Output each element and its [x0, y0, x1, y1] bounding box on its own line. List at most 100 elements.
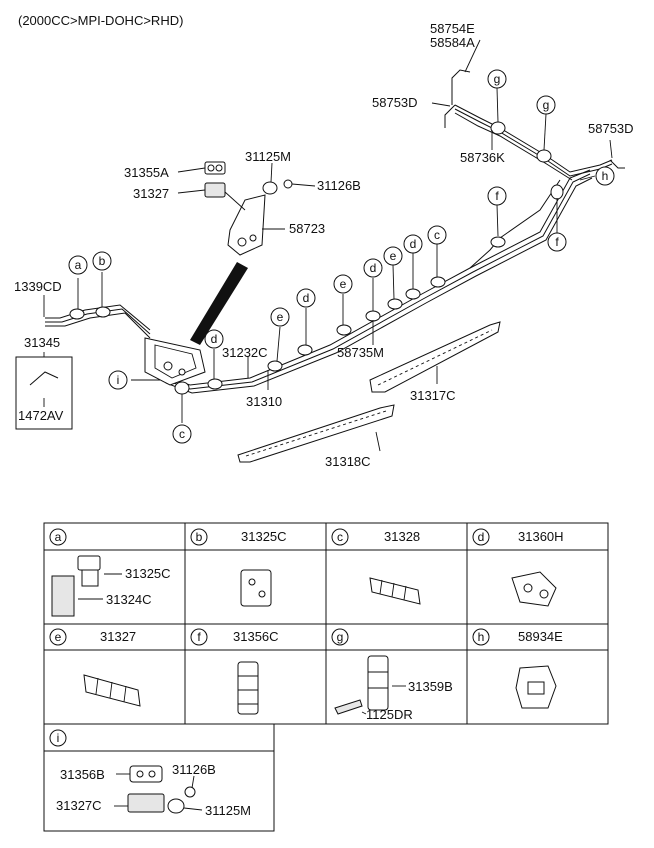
- callout-circles: a b i c d e d e: [68, 69, 615, 444]
- clip-31355A: [204, 161, 226, 175]
- callout-b: b: [92, 251, 112, 271]
- clamp-d-marker-3: [365, 310, 381, 322]
- callout-e-3: e: [383, 246, 403, 266]
- svg-text:h: h: [602, 169, 609, 183]
- clamp-f-marker-2: [550, 184, 564, 200]
- svg-text:b: b: [196, 530, 203, 544]
- svg-text:c: c: [434, 228, 440, 242]
- label-1339CD: 1339CD: [14, 279, 62, 294]
- clamp-a-marker: [69, 308, 85, 320]
- svg-text:f: f: [197, 630, 201, 644]
- svg-text:a: a: [55, 530, 62, 544]
- table-cell-c: c 31328: [331, 528, 421, 605]
- grommet-31125M: [262, 181, 278, 195]
- bolt-1125DR-icon: [334, 699, 363, 715]
- svg-text:h: h: [478, 630, 485, 644]
- cell-c-title: 31328: [384, 529, 420, 544]
- clip-31328-icon: [369, 577, 421, 605]
- cell-h-title: 58934E: [518, 629, 563, 644]
- clip-31356C-icon: [237, 661, 259, 715]
- clip-31327C-icon: [127, 793, 165, 813]
- svg-text:d: d: [211, 332, 218, 346]
- svg-text:i: i: [57, 731, 60, 745]
- svg-text:f: f: [555, 235, 559, 249]
- label-58754E: 58754E: [430, 21, 475, 36]
- table-cell-e: e 31327: [49, 628, 141, 707]
- svg-text:d: d: [410, 237, 417, 251]
- detail-pointer-wedge: [190, 262, 248, 345]
- svg-text:i: i: [117, 373, 120, 387]
- clamp-e-marker-1: [267, 360, 283, 372]
- svg-text:e: e: [277, 310, 284, 324]
- svg-text:g: g: [494, 72, 501, 86]
- label-58723: 58723: [289, 221, 325, 236]
- callout-d-3: d: [363, 258, 383, 278]
- cell-b-title: 31325C: [241, 529, 287, 544]
- svg-text:e: e: [55, 630, 62, 644]
- callout-c-upper: c: [427, 225, 447, 245]
- clamp-g-marker-2: [536, 149, 552, 163]
- label-58736K: 58736K: [460, 150, 505, 165]
- heat-shield-31318C: [237, 404, 395, 463]
- callout-f-2: f: [547, 232, 567, 252]
- callout-e-2: e: [333, 274, 353, 294]
- callout-d-4: d: [403, 234, 423, 254]
- callout-g-1: g: [487, 69, 507, 89]
- cell-e-title: 31327: [100, 629, 136, 644]
- label-31126B: 31126B: [317, 178, 361, 193]
- cell-i-part-31327C: 31327C: [56, 798, 102, 813]
- cell-g-part-1125DR: 1125DR: [366, 707, 413, 722]
- table-cell-g: g 31359B 1125DR: [331, 628, 453, 722]
- grommet-31125M-icon: [167, 798, 185, 814]
- callout-f-1: f: [487, 186, 507, 206]
- svg-text:a: a: [75, 258, 82, 272]
- cell-i-part-31125M: 31125M: [205, 803, 251, 818]
- clip-31360H-icon: [511, 571, 557, 607]
- clip-31327-icon: [83, 674, 141, 707]
- callout-a: a: [68, 255, 88, 275]
- clamp-d-marker-4: [405, 288, 421, 300]
- label-58735M: 58735M: [337, 345, 384, 360]
- cell-i-part-31356B: 31356B: [60, 767, 105, 782]
- clip-31325C-body: [81, 569, 99, 587]
- callout-h: h: [595, 166, 615, 186]
- callout-d-2: d: [296, 288, 316, 308]
- label-31318C: 31318C: [325, 454, 371, 469]
- cell-a-part-31324C: 31324C: [106, 592, 152, 607]
- clip-31325C-shape: [77, 555, 101, 571]
- clip-31325C-icon: [240, 569, 272, 607]
- table-cell-f: f 31356C: [190, 628, 279, 715]
- label-58753D-left: 58753D: [372, 95, 418, 110]
- table-cell-d: d 31360H: [472, 528, 564, 607]
- clip-parts-table: a 31325C 31324C b 31325C c 31328: [43, 522, 609, 832]
- label-31355A: 31355A: [124, 165, 169, 180]
- bolt-31126B: [283, 179, 293, 189]
- label-58753D-right: 58753D: [588, 121, 634, 136]
- svg-text:d: d: [370, 261, 377, 275]
- cell-f-title: 31356C: [233, 629, 279, 644]
- clamp-b-marker: [95, 306, 111, 318]
- callout-c-lower: c: [172, 424, 192, 444]
- svg-text:d: d: [478, 530, 485, 544]
- cell-g-part-31359B: 31359B: [408, 679, 453, 694]
- svg-text:c: c: [179, 427, 185, 441]
- engine-spec-label: (2000CC>MPI-DOHC>RHD): [18, 13, 183, 28]
- clip-31359B-icon: [367, 655, 389, 711]
- svg-text:g: g: [337, 630, 344, 644]
- label-31327: 31327: [133, 186, 169, 201]
- label-1472AV: 1472AV: [18, 408, 64, 423]
- svg-text:b: b: [99, 254, 106, 268]
- callout-i: i: [108, 370, 128, 390]
- svg-text:c: c: [337, 530, 343, 544]
- bolt-31126B-icon: [184, 786, 196, 798]
- bracket-58723: [224, 191, 266, 256]
- clamp-g-marker-1: [490, 121, 506, 135]
- label-31310: 31310: [246, 394, 282, 409]
- svg-text:d: d: [303, 291, 310, 305]
- clamp-c-marker: [174, 381, 190, 395]
- clamp-f-marker-1: [490, 236, 506, 248]
- label-31317C: 31317C: [410, 388, 456, 403]
- fuel-line-pipes: [45, 69, 625, 394]
- table-cell-a: a 31325C 31324C: [49, 528, 171, 617]
